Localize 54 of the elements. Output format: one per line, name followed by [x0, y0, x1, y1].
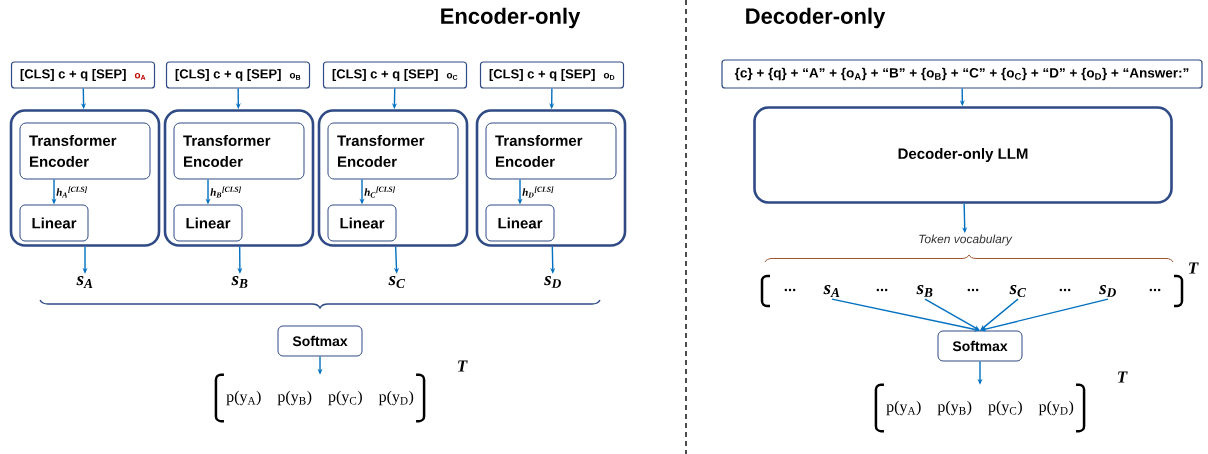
transpose-mark: T: [458, 360, 468, 372]
encoder-box: Transformer Encoder: [485, 122, 617, 180]
probability-vector: p(y$_{A}$) p(y$_{B}$) p(y$_{C}$) p(y$_{D}$): [886, 400, 1074, 416]
section-title: Decoder-only: [746, 7, 886, 29]
score-symbol: s$_{C}$: [1009, 285, 1026, 297]
ellipsis: ...: [967, 288, 979, 292]
section-title: Encoder-only: [441, 7, 581, 29]
encoder-box: Transformer Encoder: [173, 122, 305, 180]
node-label: p(y$_{A}$): [226, 390, 261, 406]
encoder-block: [9, 109, 161, 247]
probability-vector: p(y$_{A}$) p(y$_{B}$) p(y$_{C}$) p(y$_{D}$): [226, 390, 414, 406]
input-box: [CLS] c + q [SEP] o$_{D}$: [479, 61, 625, 89]
linear-box: Linear: [173, 204, 243, 242]
encoder-block: [317, 109, 469, 247]
encoder-box: Transformer Encoder: [327, 122, 459, 180]
encoder-block: [163, 109, 315, 247]
prompt-box: {c} + {q} + “A” + {o$_{A}$} + “B” + {o$_{B}$} + “C” + {o$_{C}$} + “D” + {o$_{D}$} + “Answer:”: [721, 59, 1203, 89]
input-box: [CLS] c + q [SEP] o$_{C}$: [322, 61, 468, 89]
node-label: p(y$_{C}$): [988, 400, 1022, 416]
node-label: p(y$_{D}$): [1038, 400, 1074, 416]
node-label: p(y$_{C}$): [328, 390, 362, 406]
linear-box: Linear: [485, 204, 555, 242]
softmax-box: Softmax: [937, 330, 1023, 362]
linear-box: Linear: [19, 204, 89, 242]
arrow: [980, 298, 1109, 332]
arrow: [980, 298, 1019, 331]
vocabulary-label: Token vocabulary: [917, 233, 1013, 247]
arrow: [550, 246, 556, 274]
softmax-box: Softmax: [277, 325, 363, 357]
node-label: p(y$_{A}$): [886, 400, 921, 416]
node-label: p(y$_{D}$): [378, 390, 414, 406]
ellipsis: ...: [1059, 288, 1071, 292]
transpose-mark: T: [1189, 262, 1199, 274]
score-symbol: s$_{D}$: [1099, 285, 1116, 297]
score-symbol: s$_{C}$: [388, 276, 405, 288]
transpose-mark: T: [1118, 371, 1128, 383]
ellipsis: ...: [784, 288, 796, 292]
node-label: p(y$_{B}$): [277, 390, 312, 406]
input-box: [CLS] c + q [SEP] o$_{B}$: [165, 61, 311, 89]
llm-box: Decoder-only LLM: [753, 106, 1173, 204]
score-symbol: s$_{D}$: [544, 276, 561, 288]
ellipsis: ...: [1149, 288, 1161, 292]
score-symbol: s$_{A}$: [823, 285, 840, 297]
input-box: [CLS] c + q [SEP] o$_{A}$: [10, 61, 156, 89]
node-label: p(y$_{B}$): [937, 400, 972, 416]
score-symbol: s$_{B}$: [231, 276, 248, 288]
ellipsis: ...: [876, 288, 888, 292]
arrow: [831, 298, 980, 332]
linear-box: Linear: [327, 204, 397, 242]
score-symbol: s$_{B}$: [916, 285, 933, 297]
arrow: [924, 298, 980, 331]
encoder-block: [475, 109, 627, 247]
score-symbol: s$_{A}$: [76, 276, 93, 288]
encoder-box: Transformer Encoder: [19, 122, 151, 180]
